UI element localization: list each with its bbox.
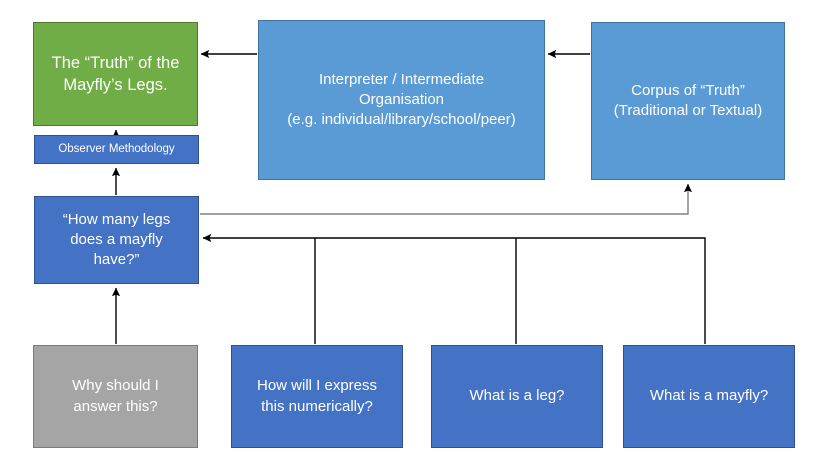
edge-question-to-corpus <box>200 183 693 215</box>
node-observer-methodology[interactable]: Observer Methodology <box>34 135 199 164</box>
node-corpus-of-truth[interactable]: Corpus of “Truth” (Traditional or Textua… <box>591 22 785 180</box>
node-leg-label: What is a leg? <box>469 387 565 405</box>
node-how-many-legs-question[interactable]: “How many legs does a mayfly have?” <box>34 196 199 284</box>
node-truth-label: The “Truth” of the Mayfly’s Legs. <box>51 53 180 94</box>
node-corpus-label: Corpus of “Truth” (Traditional or Textua… <box>613 81 763 119</box>
node-why-label: Why should I answer this? <box>72 377 159 415</box>
node-truth-of-mayflys-legs[interactable]: The “Truth” of the Mayfly’s Legs. <box>33 22 198 126</box>
node-why-should-i-answer-this[interactable]: Why should I answer this? <box>33 345 198 448</box>
node-how-will-i-express-this-numerically[interactable]: How will I express this numerically? <box>231 345 403 448</box>
node-numerically-label: How will I express this numerically? <box>256 377 378 415</box>
node-interpreter-intermediate-organisation[interactable]: Interpreter / Intermediate Organisation … <box>258 20 545 180</box>
node-interpreter-label: Interpreter / Intermediate Organisation … <box>287 70 516 129</box>
node-observer-label: Observer Methodology <box>58 142 175 155</box>
node-mayfly-label: What is a mayfly? <box>649 387 769 405</box>
node-question-label: “How many legs does a mayfly have?” <box>62 210 171 269</box>
node-what-is-a-mayfly[interactable]: What is a mayfly? <box>623 345 795 448</box>
edge-mayfly-to-question <box>202 233 706 344</box>
node-what-is-a-leg[interactable]: What is a leg? <box>431 345 603 448</box>
